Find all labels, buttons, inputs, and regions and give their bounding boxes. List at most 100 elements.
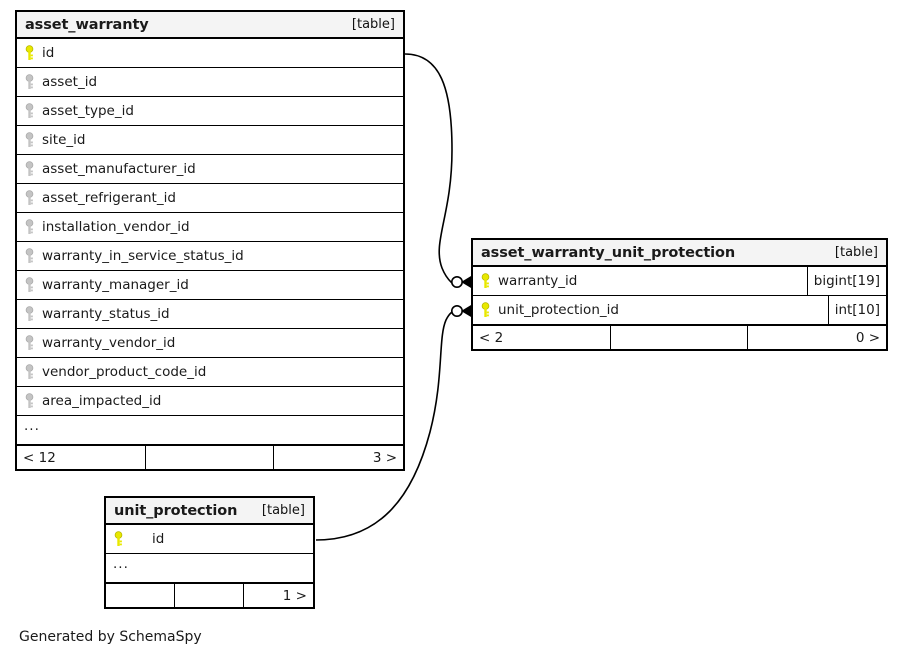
table-row[interactable]: asset_manufacturer_id (17, 155, 403, 184)
column-cell: warranty_in_service_status_id (17, 248, 403, 264)
column-name: warranty_manager_id (42, 277, 189, 293)
footer-outgoing-count[interactable]: 3 > (372, 449, 398, 466)
foreign-key-icon (24, 277, 35, 293)
foreign-key-icon (24, 364, 35, 380)
table-title: asset_warranty_unit_protection (481, 244, 736, 261)
foreign-key-icon (24, 393, 35, 409)
table-row[interactable]: id (106, 525, 313, 554)
footer-middle (175, 584, 244, 607)
column-cell: id (106, 531, 313, 547)
column-name: asset_type_id (42, 103, 134, 119)
column-name: site_id (42, 132, 86, 148)
column-type: bigint[19] (806, 267, 886, 295)
table-row-more: ... (17, 416, 403, 445)
primary-key-icon (480, 273, 491, 289)
table-footer-asset-warranty-unit-protection: < 2 0 > (473, 325, 886, 349)
column-name: asset_refrigerant_id (42, 190, 176, 206)
column-name: id (152, 531, 165, 547)
table-footer-asset-warranty: < 12 3 > (17, 445, 403, 469)
footer-outgoing-count[interactable]: 0 > (855, 329, 881, 346)
column-name: area_impacted_id (42, 393, 162, 409)
more-columns-cell: ... (106, 560, 313, 576)
footer-outgoing-count[interactable]: 1 > (282, 587, 307, 604)
more-columns-indicator: ... (24, 422, 40, 434)
footer-middle (146, 446, 275, 469)
column-name: unit_protection_id (498, 302, 619, 318)
column-cell: id (17, 45, 403, 61)
table-row[interactable]: asset_id (17, 68, 403, 97)
table-unit-protection[interactable]: unit_protection [table] id ... 1 > (104, 496, 315, 609)
table-row[interactable]: asset_refrigerant_id (17, 184, 403, 213)
footer-incoming-count[interactable] (106, 584, 175, 607)
foreign-key-icon (24, 161, 35, 177)
table-row[interactable]: installation_vendor_id (17, 213, 403, 242)
footer-incoming-count[interactable]: < 12 (17, 446, 146, 469)
table-row[interactable]: asset_type_id (17, 97, 403, 126)
foreign-key-icon (24, 103, 35, 119)
table-header-asset-warranty-unit-protection: asset_warranty_unit_protection [table] (473, 240, 886, 267)
column-name: asset_manufacturer_id (42, 161, 196, 177)
table-row[interactable]: vendor_product_code_id (17, 358, 403, 387)
column-cell: warranty_id (473, 273, 807, 289)
table-header-asset-warranty: asset_warranty [table] (17, 12, 403, 39)
more-columns-cell: ... (17, 422, 403, 438)
column-name: installation_vendor_id (42, 219, 190, 235)
table-row[interactable]: id (17, 39, 403, 68)
table-row[interactable]: unit_protection_id int[10] (473, 296, 886, 325)
column-cell: warranty_vendor_id (17, 335, 403, 351)
column-cell: warranty_status_id (17, 306, 403, 322)
column-name: warranty_vendor_id (42, 335, 176, 351)
primary-key-icon (24, 45, 35, 61)
column-cell: installation_vendor_id (17, 219, 403, 235)
column-cell: warranty_manager_id (17, 277, 403, 293)
column-name: asset_id (42, 74, 98, 90)
column-cell: asset_type_id (17, 103, 403, 119)
column-name: vendor_product_code_id (42, 364, 207, 380)
generator-credit: Generated by SchemaSpy (19, 629, 202, 645)
table-row[interactable]: warranty_status_id (17, 300, 403, 329)
relationship-line-warranty-id (404, 53, 453, 284)
column-cell: asset_id (17, 74, 403, 90)
column-type: int[10] (827, 296, 886, 324)
primary-key-icon (480, 302, 491, 318)
column-name: warranty_status_id (42, 306, 170, 322)
table-title: unit_protection (114, 502, 238, 519)
table-type-tag: [table] (834, 245, 878, 260)
column-cell: asset_manufacturer_id (17, 161, 403, 177)
table-asset-warranty[interactable]: asset_warranty [table] id asset_id (15, 10, 405, 471)
table-row[interactable]: warranty_vendor_id (17, 329, 403, 358)
column-cell: vendor_product_code_id (17, 364, 403, 380)
table-row[interactable]: area_impacted_id (17, 387, 403, 416)
column-cell: asset_refrigerant_id (17, 190, 403, 206)
table-type-tag: [table] (351, 17, 395, 32)
foreign-key-icon (24, 74, 35, 90)
foreign-key-icon (24, 132, 35, 148)
foreign-key-icon (24, 219, 35, 235)
foreign-key-icon (24, 190, 35, 206)
column-name: warranty_in_service_status_id (42, 248, 244, 264)
column-cell: unit_protection_id (473, 302, 828, 318)
foreign-key-icon (24, 248, 35, 264)
footer-middle (611, 326, 749, 349)
column-name: id (42, 45, 55, 61)
primary-key-icon (113, 531, 124, 547)
column-name: warranty_id (498, 273, 578, 289)
table-row[interactable]: warranty_id bigint[19] (473, 267, 886, 296)
table-row[interactable]: site_id (17, 126, 403, 155)
table-title: asset_warranty (25, 16, 149, 33)
crowsfoot-warranty-id (450, 275, 474, 289)
relationship-line-unit-protection-id (315, 311, 453, 541)
table-row-more: ... (106, 554, 313, 583)
foreign-key-icon (24, 306, 35, 322)
table-footer-unit-protection: 1 > (106, 583, 313, 607)
foreign-key-icon (24, 335, 35, 351)
table-header-unit-protection: unit_protection [table] (106, 498, 313, 525)
footer-incoming-count[interactable]: < 2 (473, 326, 611, 349)
table-row[interactable]: warranty_in_service_status_id (17, 242, 403, 271)
more-columns-indicator: ... (113, 560, 129, 572)
column-cell: area_impacted_id (17, 393, 403, 409)
table-row[interactable]: warranty_manager_id (17, 271, 403, 300)
table-type-tag: [table] (261, 503, 305, 518)
table-asset-warranty-unit-protection[interactable]: asset_warranty_unit_protection [table] w… (471, 238, 888, 351)
